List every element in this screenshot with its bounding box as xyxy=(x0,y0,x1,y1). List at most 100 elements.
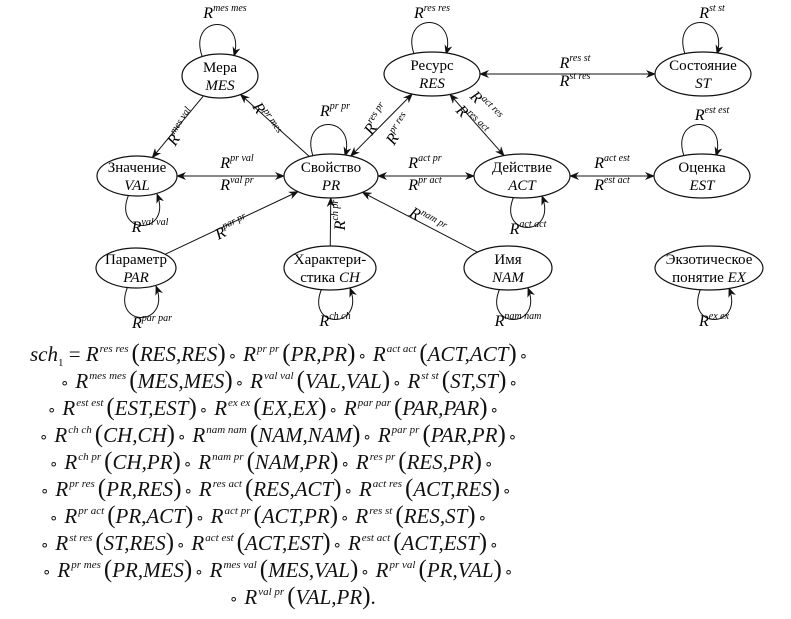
relation-symbol: R xyxy=(57,558,71,582)
relation-symbol: R xyxy=(198,477,212,501)
relation-label: Rval val xyxy=(131,217,169,236)
compose-operator: ∘ xyxy=(340,511,350,527)
compose-operator: ∘ xyxy=(40,484,50,500)
relation-label: Rst res xyxy=(559,71,591,90)
compose-operator: ∘ xyxy=(518,349,529,365)
compose-operator: ∘ xyxy=(183,484,193,500)
compose-operator: ∘ xyxy=(182,457,193,473)
relation-sup: res res xyxy=(99,343,129,355)
formula-line: ∘Rval pr(VAL,PR). xyxy=(227,583,376,615)
relation-symbol: R xyxy=(54,423,68,447)
formula-term: Ract act(ACT,ACT) xyxy=(372,340,517,367)
compose-operator: ∘ xyxy=(489,538,499,554)
node-name: Состояние xyxy=(669,58,737,74)
relation-args: ST,ST xyxy=(450,369,499,393)
relation-label: Rest act xyxy=(593,175,630,194)
node-code: PR xyxy=(321,178,340,194)
relation-label: Rmes mes xyxy=(202,3,246,22)
compose-operator: ∘ xyxy=(360,565,370,581)
relation-symbol: R xyxy=(214,396,228,420)
relation-args: EX,EX xyxy=(261,396,319,420)
relation-args: MES,VAL xyxy=(268,558,350,582)
relation-symbol: R xyxy=(243,342,256,366)
relation-sup: act act xyxy=(386,343,417,355)
relation-label: Rest est xyxy=(694,105,730,124)
relation-args: MES,MES xyxy=(137,369,225,393)
relation-symbol: R xyxy=(377,423,391,447)
relation-sup: est act xyxy=(361,532,391,544)
relation-sup: pr res xyxy=(69,478,95,490)
relation-label: Rpar pr xyxy=(211,211,252,244)
formula-term: Rres st(RES,ST) xyxy=(355,502,476,529)
relation-label: Rnam nam xyxy=(494,311,542,330)
node-code: MES xyxy=(204,78,235,94)
relation-symbol: R xyxy=(55,477,69,501)
compose-operator: ∘ xyxy=(39,430,49,446)
formula-term: Rpr act(PR,ACT) xyxy=(64,502,194,529)
relation-sup: mes val xyxy=(223,559,257,571)
relation-args: CH,CH xyxy=(103,423,167,447)
relation-symbol: R xyxy=(343,396,357,420)
loop-est xyxy=(681,124,723,157)
relation-sup: pr mes xyxy=(71,559,101,571)
node-name: Свойство xyxy=(301,160,361,176)
relation-label: Rpr pr xyxy=(319,101,350,120)
compose-operator: ∘ xyxy=(392,376,402,392)
compose-operator: ∘ xyxy=(332,538,342,554)
formula-term: Rmes val(MES,VAL) xyxy=(209,556,359,583)
relation-sup: act res xyxy=(372,478,402,490)
node-name: Экзотическое xyxy=(666,252,753,268)
compose-operator: ∘ xyxy=(328,403,338,419)
loop-st xyxy=(682,22,724,55)
relation-label: Rch pr xyxy=(330,200,349,232)
formula-term: Rval val(VAL,VAL) xyxy=(250,367,391,394)
compose-operator: ∘ xyxy=(177,430,187,446)
node-code: стика CH xyxy=(300,270,361,286)
relation-args: PR,ACT xyxy=(115,504,185,528)
edge-pr-mes xyxy=(239,93,310,157)
relation-args: ACT,EST xyxy=(401,531,479,555)
relation-symbol: R xyxy=(210,504,224,528)
relation-sup: val pr xyxy=(258,586,285,598)
loop-val xyxy=(125,193,164,226)
relation-symbol: R xyxy=(64,504,78,528)
edge-ch-pr xyxy=(326,196,335,247)
relation-symbol: R xyxy=(62,396,76,420)
compose-operator: ∘ xyxy=(503,565,514,581)
relation-args: RES,PR xyxy=(406,450,474,474)
relation-sup: res pr xyxy=(369,451,396,463)
formula-line: ∘Rch pr(CH,PR)∘Rnam pr(NAM,PR)∘Rres pr(R… xyxy=(47,448,499,480)
relation-sup: mes mes xyxy=(89,370,127,382)
relation-symbol: R xyxy=(355,504,369,528)
compose-operator: ∘ xyxy=(483,457,494,473)
relation-sup: ch ch xyxy=(68,424,92,436)
edge-nam-pr xyxy=(361,191,478,253)
formula-term: Rex ex(EX,EX) xyxy=(214,394,327,421)
relation-args: NAM,PR xyxy=(254,450,331,474)
compose-operator: ∘ xyxy=(340,457,350,473)
formula-term: Rres pr(RES,PR) xyxy=(355,448,482,475)
relation-label: Rpar par xyxy=(131,313,172,332)
relation-sup: pr val xyxy=(389,559,416,571)
relation-args: PAR,PR xyxy=(430,423,498,447)
node-code: ST xyxy=(695,76,713,92)
compose-operator: ∘ xyxy=(198,403,209,419)
node-code: NAM xyxy=(491,270,525,286)
node-ellipse xyxy=(95,247,177,289)
node-code: VAL xyxy=(124,178,150,194)
node-name: Действие xyxy=(492,160,552,176)
relation-label: Rval pr xyxy=(219,175,253,194)
relation-sup: res st xyxy=(369,505,393,517)
loop-res xyxy=(411,22,453,55)
compose-operator: ∘ xyxy=(477,511,487,527)
compose-operator: ∘ xyxy=(502,484,512,500)
relation-sup: par pr xyxy=(391,424,420,436)
compose-operator: ∘ xyxy=(40,538,50,554)
relation-sup: nam pr xyxy=(212,451,244,463)
relation-label: Rpr mes xyxy=(248,98,285,140)
formula-term: Ract pr(ACT,PR) xyxy=(210,502,339,529)
compose-operator: ∘ xyxy=(229,592,239,608)
